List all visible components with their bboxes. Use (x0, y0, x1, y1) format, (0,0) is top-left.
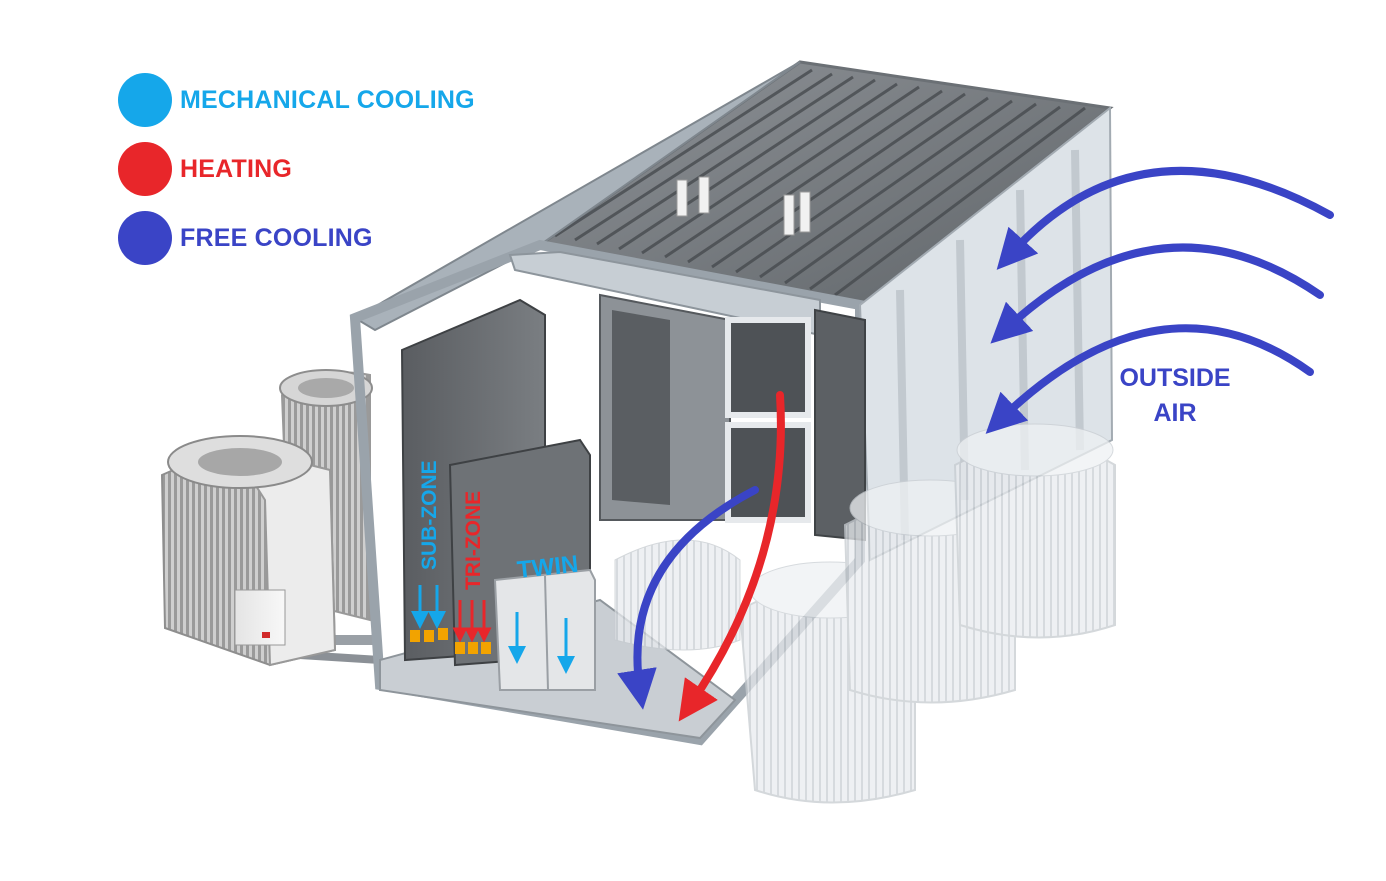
outside-air-arrow-middle (990, 243, 1324, 344)
legend-label-free-cooling: FREE COOLING (180, 223, 373, 252)
sub-zone-arrows (411, 585, 446, 629)
outside-air-arrows (985, 167, 1334, 434)
twin-label: TWIN (516, 551, 580, 584)
legend-label-heating: HEATING (180, 154, 293, 183)
free-cooling-arrow (617, 486, 759, 710)
free-cooling-dot-icon (118, 211, 172, 265)
sub-zone-label: SUB-ZONE (418, 460, 441, 570)
legend: MECHANICAL COOLING HEATING FREE COOLING (118, 73, 475, 281)
legend-item-free-cooling: FREE COOLING (118, 211, 475, 265)
tri-zone-label: TRI-ZONE (462, 491, 485, 590)
heating-arrow (678, 391, 785, 722)
ghost-unit-1 (614, 539, 741, 651)
ghost-condenser-units (614, 423, 1116, 804)
outside-air-label-line1: OUTSIDE (1119, 364, 1230, 392)
interior-flow-arrows (617, 391, 785, 722)
mechanical-cooling-dot-icon (118, 73, 172, 127)
legend-item-heating: HEATING (118, 142, 475, 196)
outside-air-arrow-bottom (985, 324, 1314, 434)
legend-label-mechanical-cooling: MECHANICAL COOLING (180, 85, 475, 114)
outside-air-label-line2: AIR (1153, 399, 1196, 427)
legend-item-mechanical-cooling: MECHANICAL COOLING (118, 73, 475, 127)
outside-air-arrow-top (996, 167, 1334, 270)
heating-dot-icon (118, 142, 172, 196)
condenser-unit-front (160, 435, 337, 667)
tri-zone-arrows (452, 600, 492, 643)
twin-arrows (508, 612, 575, 674)
ghost-unit-4 (953, 423, 1116, 639)
